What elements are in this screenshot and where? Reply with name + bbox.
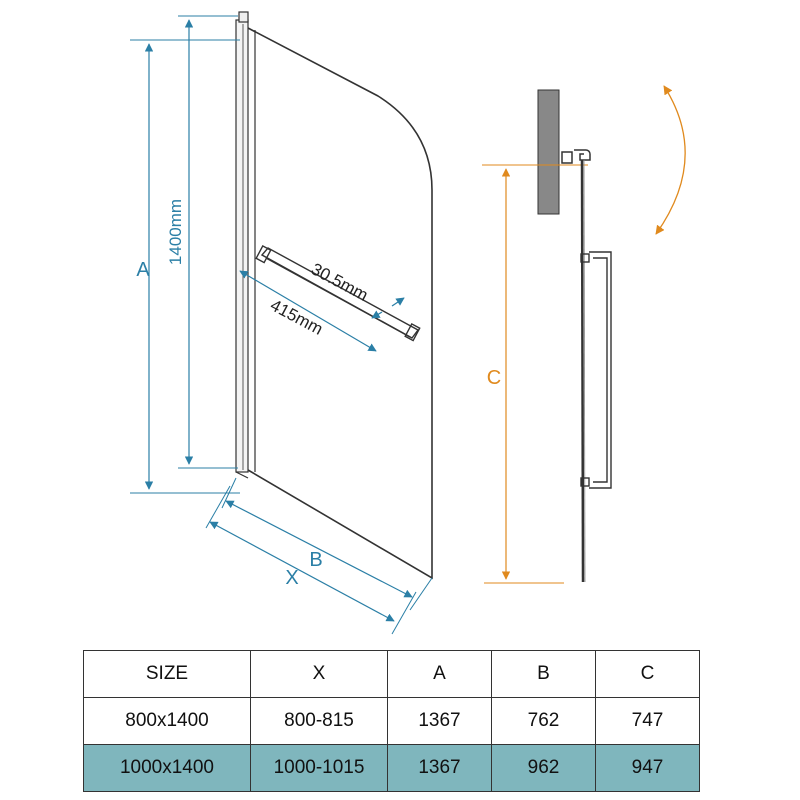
hinge-icon [561,149,591,164]
cell-a: 1367 [387,744,492,792]
side-view [482,85,686,584]
towel-bar-icon [255,244,421,342]
cell-c: 947 [595,744,700,792]
cell-x: 800-815 [250,697,388,745]
cell-x: 1000-1015 [250,744,388,792]
header-size: SIZE [83,650,251,698]
technical-drawing: A 1400mm 30.5mm 415mm B X [130,11,686,635]
wall-block [537,89,560,215]
label-c: C [487,367,501,389]
label-x: X [285,567,298,589]
cell-size: 1000x1400 [83,744,251,792]
label-handle-length: 415mm [267,295,326,338]
label-b: B [309,549,322,571]
header-b: B [491,650,596,698]
rotation-arrow-icon [655,85,686,235]
dimension-handle-length [239,270,377,352]
header-x: X [250,650,388,698]
size-table: SIZE X A B C 800x1400 800-815 1367 762 7… [83,650,700,792]
cell-a: 1367 [387,697,492,745]
cell-b: 962 [491,744,596,792]
table-row: 1000x1400 1000-1015 1367 962 947 [83,744,700,792]
table-header-row: SIZE X A B C [83,650,700,698]
cell-c: 747 [595,697,700,745]
handle-side-icon [580,251,612,489]
table-row: 800x1400 800-815 1367 762 747 [83,697,700,745]
header-a: A [387,650,492,698]
glass-panel-front-view [235,11,433,580]
label-height: 1400mm [166,199,185,265]
dimension-x [205,485,417,635]
cell-b: 762 [491,697,596,745]
dimension-b [221,477,433,611]
header-c: C [595,650,700,698]
dimension-height [178,15,238,469]
cell-size: 800x1400 [83,697,251,745]
label-a: A [136,259,150,281]
